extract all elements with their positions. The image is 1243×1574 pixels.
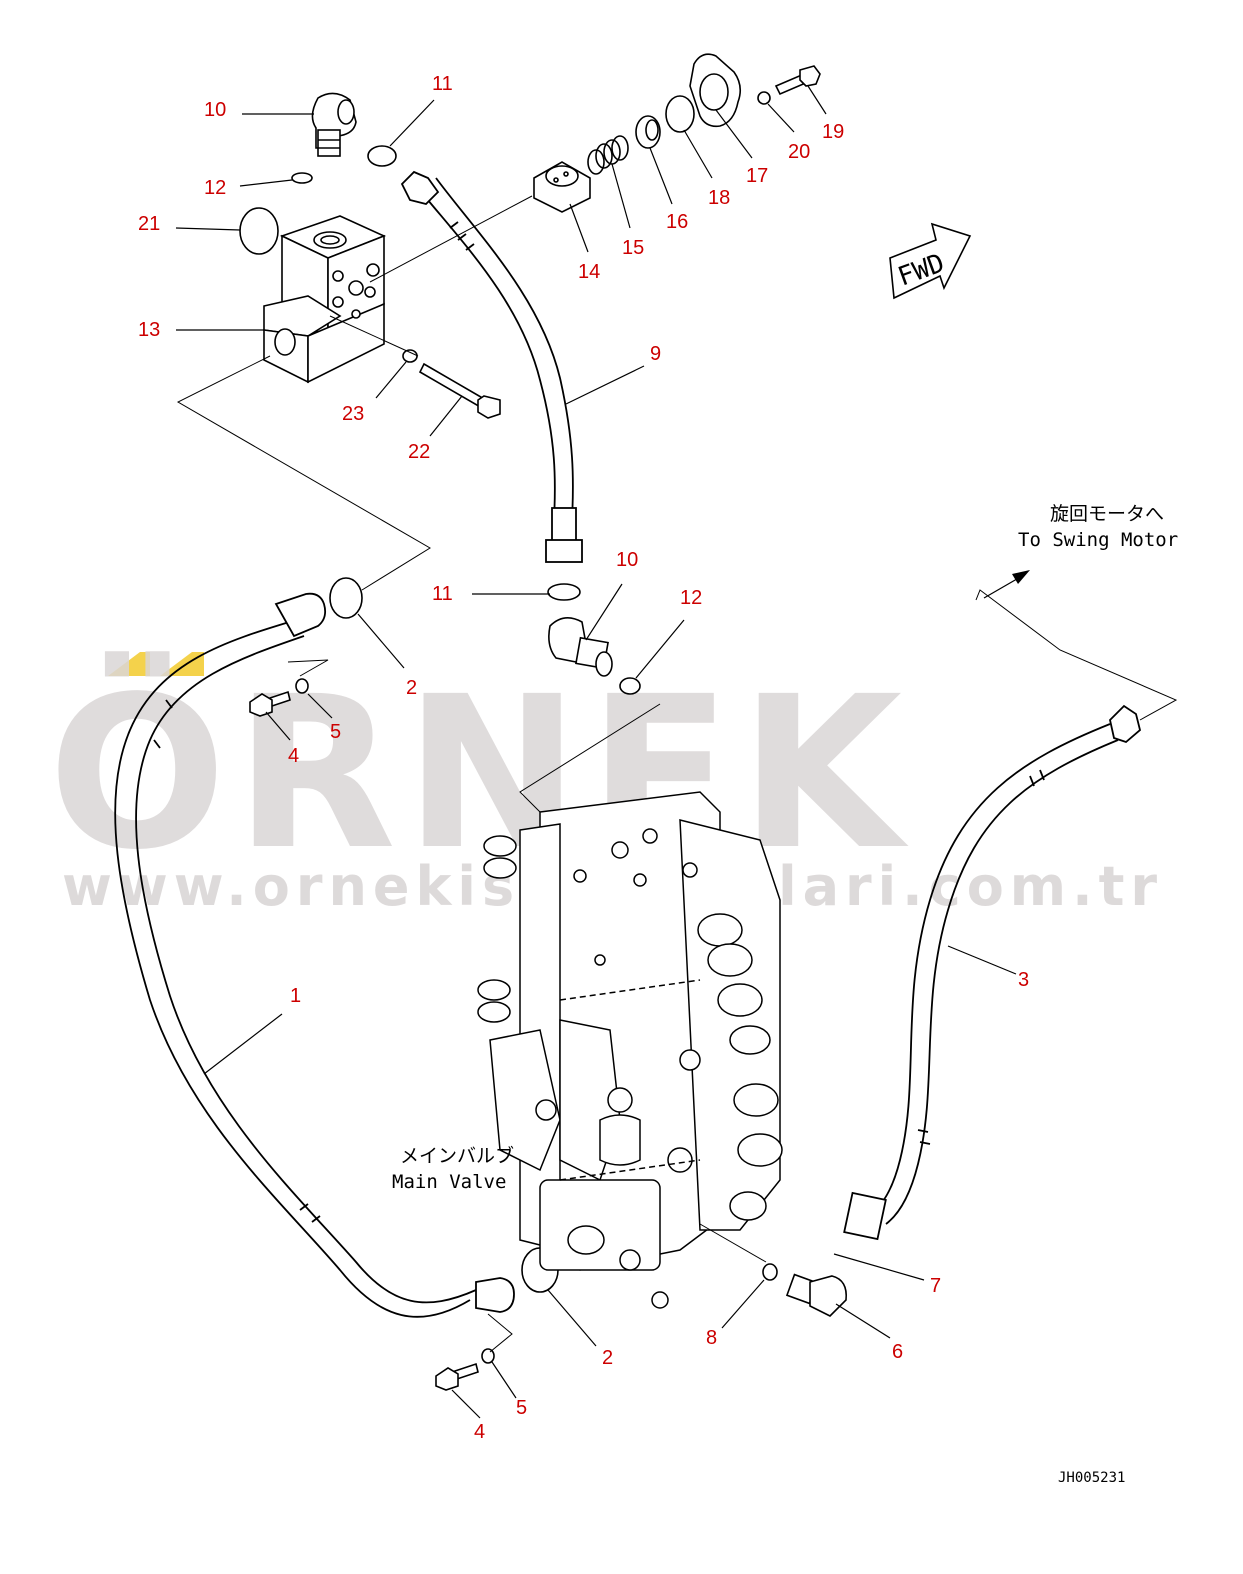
o-ring-21 [239, 207, 279, 255]
callout-15: 15 [622, 237, 644, 259]
relief-block-13 [263, 215, 387, 384]
callout-12-bottom: 12 [680, 587, 702, 609]
callout-5-bottom: 5 [516, 1397, 527, 1419]
callout-23: 23 [342, 403, 364, 425]
hose-3 [843, 704, 1142, 1241]
washer-5-bottom [481, 1348, 495, 1364]
o-ring-2-top [329, 577, 363, 619]
callout-10-bottom: 10 [616, 549, 638, 571]
to-swing-motor-arrowhead [1012, 570, 1030, 584]
hose-1 [114, 592, 515, 1318]
callout-22: 22 [408, 441, 430, 463]
callout-4-bottom: 4 [474, 1421, 485, 1443]
callout-12-top: 12 [204, 177, 226, 199]
elbow-fitting-10-bottom [548, 617, 613, 677]
callout-7: 7 [930, 1275, 941, 1297]
callout-17: 17 [746, 165, 768, 187]
watermark-accent-mark-left [108, 652, 150, 676]
callout-2-bottom: 2 [602, 1347, 613, 1369]
elbow-fitting-10-top [311, 92, 357, 157]
callout-21: 21 [138, 213, 160, 235]
washer-23 [402, 349, 418, 363]
to-swing-motor-jp: 旋回モータへ [1050, 503, 1164, 525]
callout-13: 13 [138, 319, 160, 341]
callout-10-top: 10 [204, 99, 226, 121]
annotations: 旋回モータへ To Swing Motor メインバルブ Main Valve … [392, 503, 1178, 1486]
callout-2-top: 2 [406, 677, 417, 699]
callout-3: 3 [1018, 969, 1029, 991]
bolt-4-bottom [435, 1362, 479, 1391]
poppet-14 [533, 161, 591, 213]
spacer-16 [635, 115, 661, 149]
callout-numbers: 10 11 12 21 13 23 22 14 15 16 18 17 20 1… [138, 73, 1029, 1443]
washer-5-top [295, 678, 309, 694]
callout-14: 14 [578, 261, 600, 283]
o-ring-12-bottom [619, 677, 641, 695]
callout-20: 20 [788, 141, 810, 163]
o-ring-12-top [291, 172, 313, 184]
bolt-22 [418, 362, 501, 419]
leader-lines [175, 85, 1017, 1419]
callout-19: 19 [822, 121, 844, 143]
callout-5-top: 5 [330, 721, 341, 743]
hose-9 [400, 170, 583, 563]
elbow-fitting-6 [785, 1273, 848, 1317]
callout-11-bottom: 11 [432, 583, 453, 605]
washer-20 [757, 91, 771, 105]
o-ring-8 [762, 1263, 778, 1281]
fwd-arrow: FWD [889, 222, 972, 300]
watermark-accent-mark-right [160, 652, 204, 676]
callout-9: 9 [650, 343, 661, 365]
callout-11-top: 11 [432, 73, 453, 95]
o-ring-11-top [367, 145, 397, 167]
to-swing-motor-en: To Swing Motor [1018, 529, 1178, 551]
callout-6: 6 [892, 1341, 903, 1363]
callout-16: 16 [666, 211, 688, 233]
main-valve-en: Main Valve [392, 1171, 506, 1193]
main-valve-jp: メインバルブ [400, 1144, 514, 1167]
bolt-4-top [249, 690, 291, 717]
flange-plug-17 [689, 53, 742, 128]
bolt-19 [774, 65, 821, 96]
callout-18: 18 [708, 187, 730, 209]
guide-lines [176, 195, 1178, 1353]
callout-1: 1 [290, 985, 301, 1007]
main-valve [477, 791, 783, 1309]
callout-4-top: 4 [288, 745, 299, 767]
spring-15 [587, 135, 629, 175]
o-ring-18 [665, 95, 695, 133]
drawing-code: JH005231 [1058, 1470, 1125, 1486]
o-ring-11-bottom [547, 583, 581, 601]
callout-8: 8 [706, 1327, 717, 1349]
